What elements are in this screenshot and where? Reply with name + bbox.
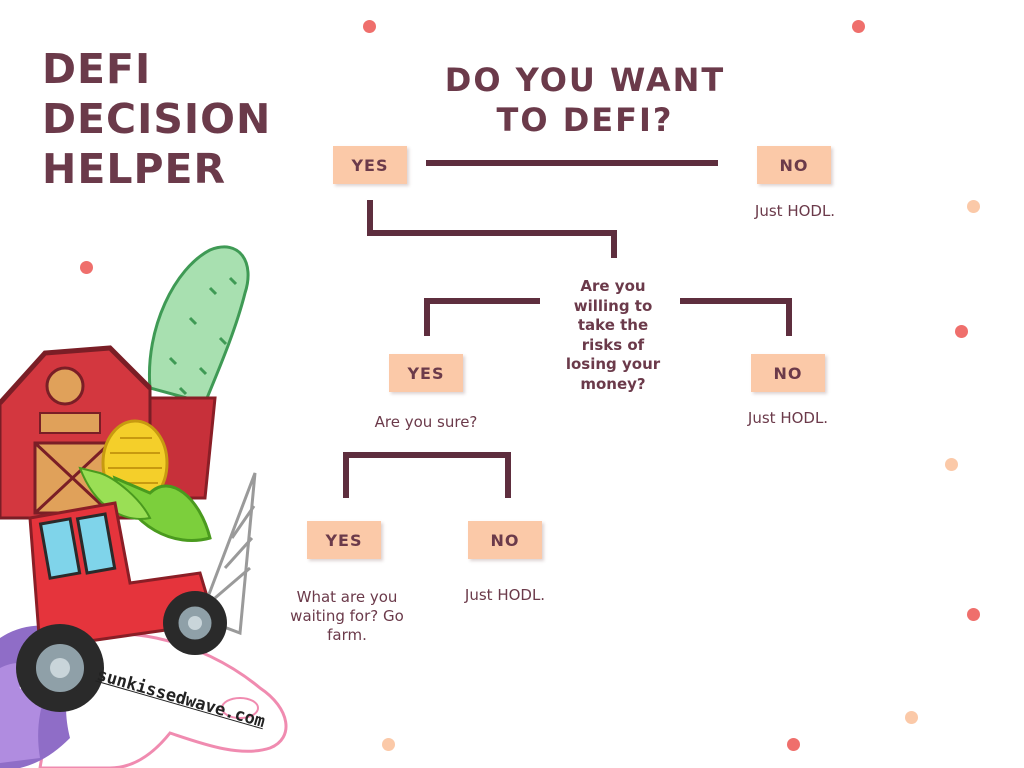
q3-yes-note-line: waiting for? Go <box>290 607 404 625</box>
q1-no-box: NO <box>757 146 831 184</box>
decor-dot <box>905 711 918 724</box>
question-2-line: money? <box>580 374 646 393</box>
question-2-line: Are you <box>580 277 646 295</box>
q2-no-box: NO <box>751 354 825 392</box>
connector-q3-right-down <box>505 452 511 498</box>
q3-yes-note-line: What are you <box>296 588 398 606</box>
question-main-line: DO YOU WANT <box>444 61 726 99</box>
connector-q1-yes-down <box>367 200 373 236</box>
decor-dot <box>363 20 376 33</box>
connector-q2-drop <box>611 230 617 258</box>
decor-dot <box>80 261 93 274</box>
connector-q2-left <box>424 298 540 304</box>
connector-q3-top <box>343 452 511 458</box>
decor-dot <box>955 325 968 338</box>
question-2-line: losing your <box>565 355 661 373</box>
q1-no-note: Just HODL. <box>754 202 836 220</box>
decor-dot <box>967 608 980 621</box>
q2-no-note: Just HODL. <box>747 409 829 427</box>
decor-dot <box>945 458 958 471</box>
title-line: HELPER <box>42 145 227 193</box>
connector-q2-left-down <box>424 298 430 336</box>
tractor-icon <box>16 501 227 712</box>
decor-dot <box>382 738 395 751</box>
connector-q1-horizontal <box>426 160 718 166</box>
question-main-line: TO DEFI? <box>496 101 674 139</box>
connector-q3-left-down <box>343 452 349 498</box>
q2-yes-box: YES <box>389 354 463 392</box>
q3-yes-note: What are you waiting for? Go farm. <box>274 588 420 645</box>
q3-no-box: NO <box>468 521 542 559</box>
q3-no-note: Just HODL. <box>464 586 546 604</box>
q2-yes-note: Are you sure? <box>374 413 478 431</box>
decor-dot <box>787 738 800 751</box>
title-line: DECISION <box>42 95 272 143</box>
q3-yes-box: YES <box>307 521 381 559</box>
question-2: Are you willing to take the risks of los… <box>548 277 678 394</box>
q3-yes-note-line: farm. <box>327 626 367 644</box>
corn-icon <box>78 419 212 542</box>
farm-unicorn-illustration <box>0 245 288 768</box>
connector-q1-to-q2 <box>367 230 617 236</box>
decor-dot <box>967 200 980 213</box>
question-2-line: take the <box>577 316 649 334</box>
question-2-line: willing to <box>573 296 653 315</box>
connector-q2-right-down <box>786 298 792 336</box>
connector-q2-right <box>680 298 792 304</box>
title-line: DEFI <box>42 45 152 93</box>
page-title: DEFI DECISION HELPER <box>42 44 271 194</box>
question-2-line: risks of <box>581 335 645 354</box>
decor-dot <box>852 20 865 33</box>
question-main: DO YOU WANT TO DEFI? <box>430 60 740 140</box>
q1-yes-box: YES <box>333 146 407 184</box>
cucumber-icon <box>147 245 250 405</box>
